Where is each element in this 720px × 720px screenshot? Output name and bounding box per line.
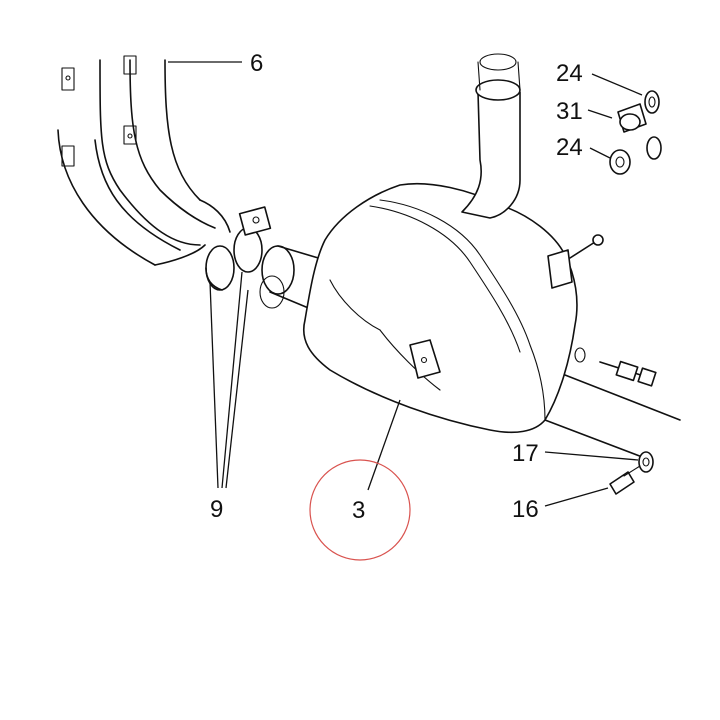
callout-label-17: 17	[512, 440, 539, 467]
muffler-inlet-pipe	[259, 245, 326, 313]
callout-label-31: 31	[556, 98, 583, 125]
muffler-upper-pipe	[461, 53, 521, 219]
exhaust-header-pipes	[57, 55, 231, 266]
hardware-parts	[569, 90, 662, 495]
callout-label-6: 6	[250, 50, 264, 77]
pipe-clamps	[205, 206, 272, 291]
callout-label-16: 16	[512, 496, 539, 523]
callout-label-24-mid: 24	[556, 134, 583, 161]
highlight-circle	[309, 459, 411, 561]
muffler-rear-pipe	[544, 347, 681, 461]
leader-lines	[168, 61, 643, 507]
muffler-body	[303, 182, 578, 434]
callout-label-9: 9	[210, 496, 224, 523]
callout-label-24-top: 24	[556, 60, 583, 87]
callout-label-3: 3	[352, 497, 366, 524]
